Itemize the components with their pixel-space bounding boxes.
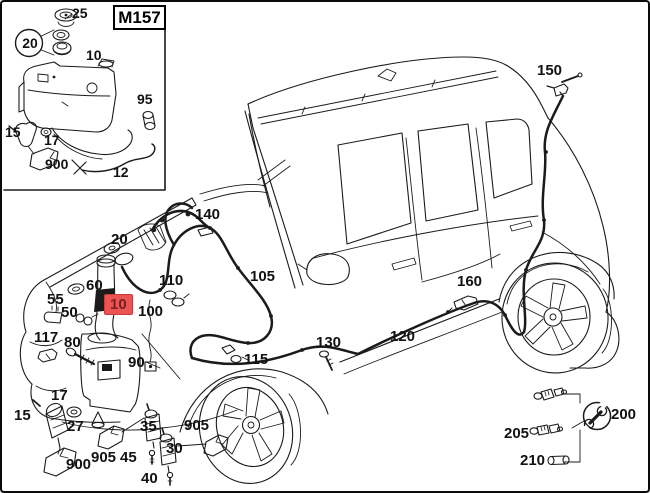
connector-valve-glyph-top xyxy=(533,387,568,401)
part-callout-117[interactable]: 117 xyxy=(34,329,59,346)
part-callout-105[interactable]: 105 xyxy=(250,268,276,285)
bracket-glyph-90 xyxy=(144,361,157,372)
subgroup-code-badge: M157 xyxy=(113,5,166,30)
clip-glyphs-115 xyxy=(221,344,249,364)
part-callout-12[interactable]: 12 xyxy=(113,164,129,180)
part-callout-60[interactable]: 60 xyxy=(86,277,103,294)
grommet-glyph-60 xyxy=(67,283,85,295)
part-callout-90[interactable]: 90 xyxy=(128,354,145,371)
part-callout-25-inset[interactable]: 25 xyxy=(72,5,88,21)
part-callout-45[interactable]: 45 xyxy=(120,449,137,466)
hose-clips xyxy=(151,150,548,352)
grommet-glyphs-20 xyxy=(103,242,134,266)
grommet-glyphs-110 xyxy=(163,290,190,307)
arrow-tag-905-left xyxy=(97,417,145,450)
part-callout-10-highlighted[interactable]: 10 xyxy=(104,294,133,315)
part-callout-10-inset[interactable]: 10 xyxy=(86,47,102,63)
part-callout-20[interactable]: 20 xyxy=(111,231,128,248)
part-callout-110[interactable]: 110 xyxy=(159,272,184,289)
washer-hose-rear xyxy=(190,94,565,366)
screw-glyph-45 xyxy=(148,449,156,465)
screw-glyph-80 xyxy=(65,347,96,366)
part-callout-30[interactable]: 30 xyxy=(166,440,183,457)
part-callout-200[interactable]: 200 xyxy=(611,406,637,423)
part-callout-100[interactable]: 100 xyxy=(138,303,164,320)
part-callout-205[interactable]: 205 xyxy=(504,425,530,442)
cone-glyph-27 xyxy=(91,411,105,429)
connector-valve-glyph-205[interactable] xyxy=(529,423,564,436)
part-callout-15-inset[interactable]: 15 xyxy=(5,124,21,140)
tool-group xyxy=(529,387,612,466)
ring-glyphs-50 xyxy=(75,313,99,326)
part-callout-150[interactable]: 150 xyxy=(537,62,563,79)
part-callout-50[interactable]: 50 xyxy=(61,304,78,321)
part-callout-905b[interactable]: 905 xyxy=(184,417,210,434)
rear-nozzle-150[interactable] xyxy=(546,72,583,97)
screw-glyph-130 xyxy=(318,350,334,371)
part-callout-80[interactable]: 80 xyxy=(64,334,81,351)
part-callout-17-inset[interactable]: 17 xyxy=(44,132,60,148)
part-callout-35[interactable]: 35 xyxy=(140,418,157,435)
part-callout-140[interactable]: 140 xyxy=(195,206,221,223)
part-callout-905a[interactable]: 905 xyxy=(91,449,117,466)
part-callout-900[interactable]: 900 xyxy=(66,456,92,473)
part-callout-15b[interactable]: 15 xyxy=(14,407,31,424)
part-callout-27[interactable]: 27 xyxy=(67,418,84,435)
clip-glyph-55 xyxy=(43,305,63,324)
arrow-tag-900 xyxy=(43,447,77,477)
part-callout-40[interactable]: 40 xyxy=(141,470,158,487)
clip-glyph-117 xyxy=(37,348,58,363)
arrow-tag-905-right xyxy=(177,434,229,457)
clip-glyph-140 xyxy=(197,226,214,237)
part-callout-900-inset[interactable]: 900 xyxy=(45,156,69,172)
pump-glyph-15[interactable] xyxy=(32,399,69,449)
part-callout-20-circled[interactable]: 20 xyxy=(22,35,38,51)
part-callout-115[interactable]: 115 xyxy=(244,351,269,368)
part-callout-17b[interactable]: 17 xyxy=(51,387,68,404)
inset-detail-box xyxy=(3,8,166,191)
clip-glyph-160 xyxy=(447,295,479,313)
grommet-glyph-17 xyxy=(66,406,82,418)
rear-wheel xyxy=(501,262,612,374)
part-callout-55[interactable]: 55 xyxy=(47,291,64,308)
part-callout-160[interactable]: 160 xyxy=(457,273,483,290)
sleeve-glyph-210[interactable] xyxy=(547,455,570,466)
wrench-icon xyxy=(582,400,612,434)
pump-glyph-30[interactable] xyxy=(159,427,177,473)
part-callout-210[interactable]: 210 xyxy=(520,452,546,469)
part-callout-130[interactable]: 130 xyxy=(316,334,342,351)
screw-glyph-40 xyxy=(166,471,174,486)
part-callout-120[interactable]: 120 xyxy=(390,328,416,345)
pump-glyph-35[interactable] xyxy=(144,403,162,449)
car-outline xyxy=(19,56,620,433)
part-callout-95[interactable]: 95 xyxy=(137,91,153,107)
